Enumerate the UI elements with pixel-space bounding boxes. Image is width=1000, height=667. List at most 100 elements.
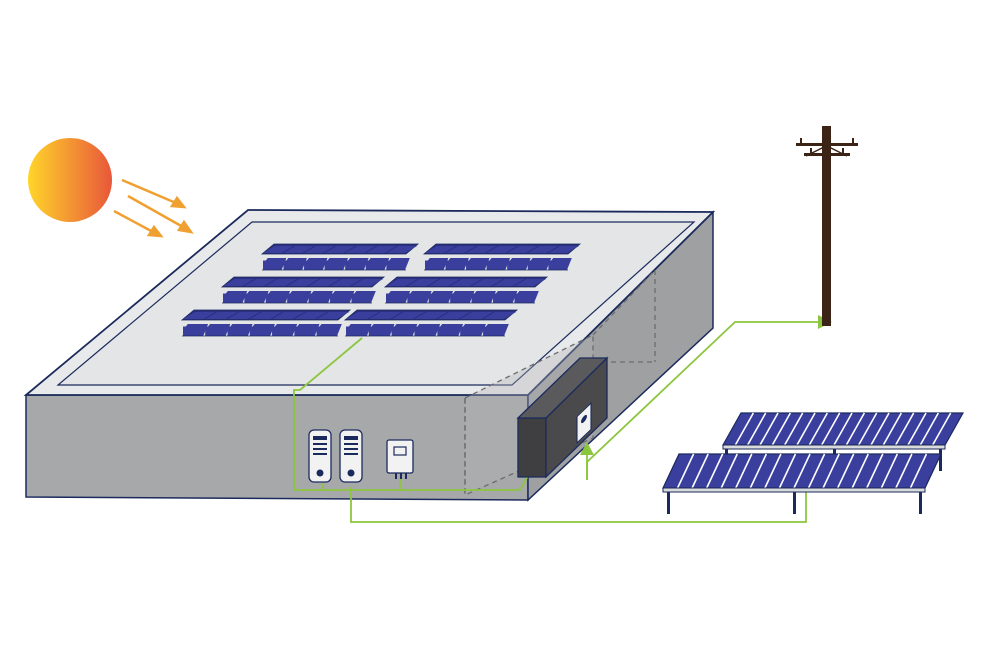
- solar-cell: [471, 279, 504, 286]
- battery-cabinet-icon: [516, 356, 609, 479]
- arrow-cabinet-up: [580, 442, 594, 455]
- inverter-icon: [339, 429, 363, 483]
- solar-cell: [486, 246, 518, 253]
- solar-cell: [428, 279, 461, 286]
- solar-cell: [368, 312, 402, 319]
- panel-divider: [720, 453, 738, 489]
- panel-divider: [894, 412, 915, 446]
- solar-cell: [391, 326, 413, 336]
- solar-cell: [445, 260, 465, 270]
- solar-cell: [227, 312, 260, 319]
- solar-cell: [294, 326, 315, 336]
- solar-cell: [460, 326, 482, 336]
- meter-icon: [386, 439, 414, 479]
- solar-cell: [324, 246, 356, 253]
- solar-cell: [227, 326, 248, 336]
- solar-cell: [330, 279, 362, 286]
- solar-cell: [486, 260, 506, 270]
- panel-leg: [793, 492, 796, 514]
- wire-ground-array: [350, 487, 807, 523]
- panel-divider: [676, 453, 695, 489]
- solar-cell: [346, 326, 367, 336]
- panel-divider: [771, 412, 792, 446]
- solar-cell: [466, 246, 497, 253]
- solar-cell: [407, 279, 439, 286]
- solar-cell: [346, 312, 379, 319]
- panel-divider: [749, 453, 768, 489]
- rooftop-panel-row: [220, 276, 386, 304]
- solar-cell: [308, 279, 341, 286]
- panel-leg: [667, 492, 670, 514]
- solar-cell: [391, 312, 425, 319]
- solar-cell: [386, 293, 406, 303]
- panel-leg: [939, 449, 942, 471]
- panel-divider: [705, 453, 724, 489]
- solar-cell: [514, 279, 546, 286]
- solar-cell: [244, 279, 276, 286]
- panel-divider: [870, 412, 890, 446]
- solar-cell: [283, 246, 315, 253]
- solar-cell: [527, 260, 547, 270]
- utility-pole-icon: [796, 126, 858, 326]
- solar-cell: [324, 260, 344, 270]
- solar-cell: [223, 279, 255, 286]
- rooftop-panel-row: [422, 243, 582, 271]
- solar-cell: [287, 279, 319, 286]
- panel-divider: [882, 412, 903, 446]
- panel-divider: [851, 453, 869, 489]
- solar-cell: [414, 312, 448, 319]
- solar-cell: [437, 312, 471, 319]
- solar-cell: [263, 246, 294, 253]
- inverter-icon: [308, 429, 332, 483]
- solar-cell: [514, 293, 534, 303]
- solar-cell: [183, 312, 216, 319]
- sun-rays: [113, 178, 194, 238]
- solar-cell: [345, 260, 364, 270]
- panel-divider: [734, 412, 755, 446]
- panel-divider: [845, 412, 866, 446]
- solar-cell: [527, 246, 559, 253]
- ground-panel-array: [662, 453, 942, 514]
- solar-cell: [466, 260, 485, 270]
- panel-divider: [866, 453, 884, 489]
- panel-divider: [759, 412, 779, 446]
- solar-cell: [351, 293, 371, 303]
- panel-divider: [833, 412, 853, 446]
- panel-divider: [764, 453, 782, 489]
- solar-cell: [386, 279, 418, 286]
- rooftop-panel-row: [383, 276, 549, 304]
- solar-cell: [223, 293, 243, 303]
- solar-cell: [205, 326, 226, 336]
- rooftop-panel-row: [260, 243, 420, 271]
- panel-divider: [919, 412, 940, 446]
- solar-cell: [244, 293, 264, 303]
- solar-cell: [548, 260, 567, 270]
- solar-cell: [316, 312, 349, 319]
- solar-cell: [316, 326, 337, 336]
- panel-divider: [857, 412, 878, 446]
- solar-cell: [263, 260, 282, 270]
- solar-cell: [368, 326, 390, 336]
- solar-cell: [351, 279, 383, 286]
- solar-cell: [445, 246, 477, 253]
- solar-cell: [437, 326, 459, 336]
- panel-divider: [931, 412, 952, 446]
- solar-cell: [265, 293, 286, 303]
- panel-divider: [880, 453, 899, 489]
- solar-cell: [304, 260, 323, 270]
- solar-cell: [386, 246, 417, 253]
- solar-cell: [365, 260, 385, 270]
- wiring: [293, 321, 820, 523]
- solar-cell: [249, 312, 283, 319]
- solar-cell: [460, 312, 494, 319]
- solar-cell: [483, 312, 516, 319]
- solar-cell: [287, 293, 307, 303]
- solar-cell: [493, 293, 513, 303]
- solar-cell: [407, 293, 427, 303]
- panel-leg: [919, 492, 922, 514]
- panel-divider: [820, 412, 841, 446]
- solar-cell: [265, 279, 298, 286]
- solar-cell: [249, 326, 271, 336]
